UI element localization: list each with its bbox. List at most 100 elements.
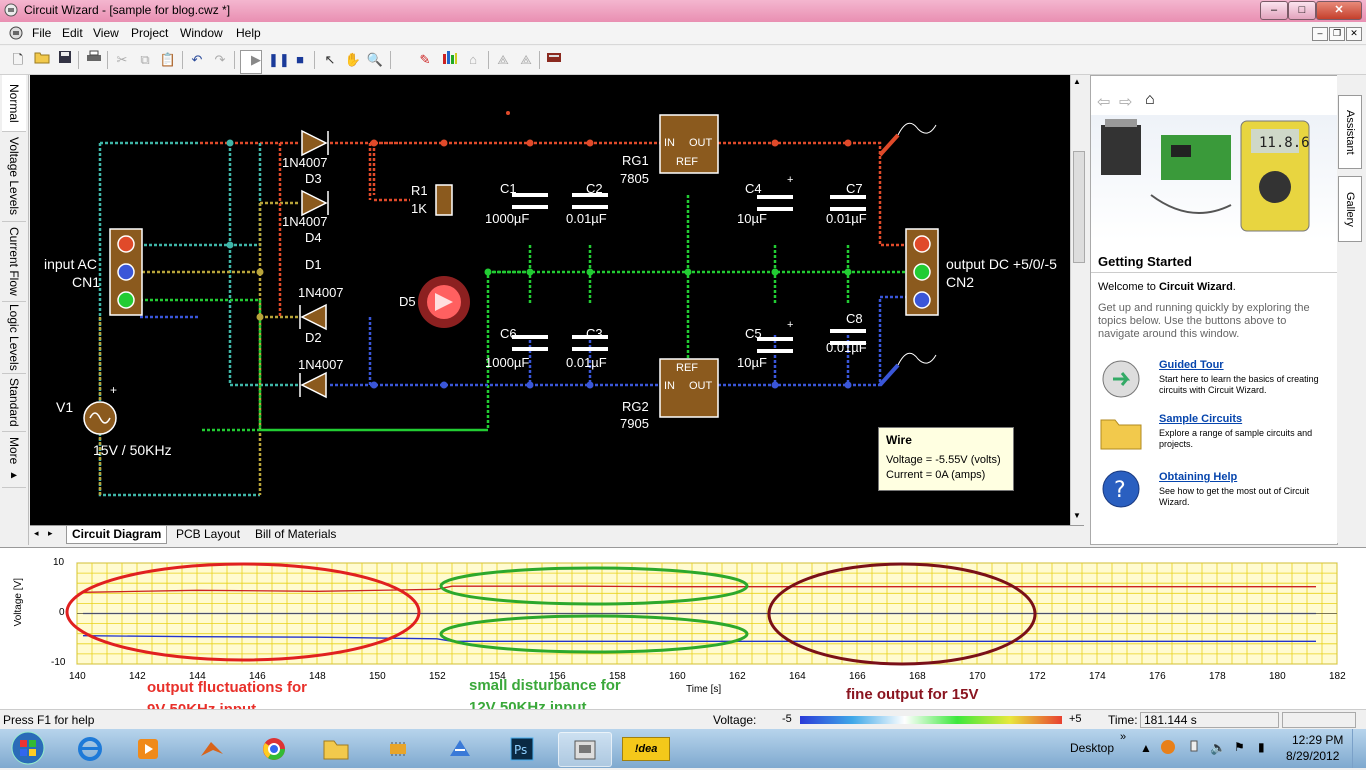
taskbar-ie-icon[interactable] xyxy=(64,732,116,765)
taskbar-chrome-icon[interactable] xyxy=(248,732,300,765)
taskbar-circuit-wizard-icon[interactable] xyxy=(558,732,612,767)
graph-icon[interactable] xyxy=(440,50,460,70)
clock-date[interactable]: 8/29/2012 xyxy=(1286,749,1340,763)
flip-horizontal-icon[interactable]: ⟁ xyxy=(497,52,509,67)
tab-more[interactable]: More ▸ xyxy=(2,431,26,488)
d1-label: D1 xyxy=(305,257,322,272)
save-icon[interactable] xyxy=(55,50,75,70)
circuit-canvas[interactable]: 1N4007 D3 1N4007 D4 D1 1N4007 D2 1N4007 … xyxy=(30,75,1070,525)
taskbar-network-icon[interactable] xyxy=(434,732,486,765)
menu-project[interactable]: Project xyxy=(131,26,169,40)
svg-text:Ps: Ps xyxy=(514,743,527,757)
redo-icon[interactable]: ↷ xyxy=(214,52,226,67)
forward-arrow-icon[interactable]: ⇨ xyxy=(1119,94,1133,111)
tab-logic-levels[interactable]: Logic Levels xyxy=(2,301,26,374)
new-file-icon[interactable]: 🗋 xyxy=(12,52,24,67)
tab-scroll-right-icon[interactable]: ▸ xyxy=(48,528,53,538)
document-icon xyxy=(8,25,24,44)
tray-expand-icon[interactable]: ▲ xyxy=(1140,741,1152,755)
mdi-minimize-button[interactable]: ‒ xyxy=(1312,27,1328,41)
sample-circuits-folder-icon[interactable] xyxy=(1099,414,1143,450)
canvas-scrollbar[interactable]: ▲ ▼ xyxy=(1070,75,1085,525)
scroll-up-arrow-icon[interactable]: ▲ xyxy=(1073,77,1081,86)
rg2-label: RG2 xyxy=(622,399,649,414)
menu-edit[interactable]: Edit xyxy=(62,26,83,40)
d4-part-label: 1N4007 xyxy=(282,214,328,229)
voltage-color-scale xyxy=(800,716,1062,724)
cut-icon[interactable]: ✂ xyxy=(116,52,128,67)
menu-help[interactable]: Help xyxy=(236,26,261,40)
component-library-icon[interactable] xyxy=(544,50,564,70)
x-axis-label: Time [s] xyxy=(686,684,722,695)
mdi-restore-button[interactable]: ❐ xyxy=(1329,27,1345,41)
scroll-thumb[interactable] xyxy=(1073,151,1085,263)
show-desktop-button[interactable] xyxy=(1352,729,1366,768)
help-question-icon[interactable]: ? xyxy=(1101,469,1141,509)
simulation-step-icon[interactable] xyxy=(240,50,262,74)
taskbar-explorer-icon[interactable] xyxy=(310,732,362,765)
tray-volume-icon[interactable]: 🔈 xyxy=(1210,740,1227,755)
tab-normal[interactable]: Normal xyxy=(2,75,26,132)
open-folder-icon[interactable] xyxy=(32,50,52,70)
play-icon[interactable]: ▶ xyxy=(251,52,261,67)
tray-app-icon[interactable] xyxy=(1160,739,1176,758)
clock-time[interactable]: 12:29 PM xyxy=(1292,733,1344,747)
tab-current-flow[interactable]: Current Flow xyxy=(2,221,26,302)
circuit-diagram xyxy=(83,111,939,497)
guided-tour-icon[interactable] xyxy=(1101,359,1141,399)
minimize-button[interactable]: ‒ xyxy=(1260,1,1288,20)
undo-icon[interactable]: ↶ xyxy=(191,52,203,67)
tray-network-icon[interactable]: ▮ xyxy=(1258,740,1265,754)
multimeter-icon[interactable]: ⌂ xyxy=(469,52,477,67)
series-line-0 xyxy=(82,585,1316,593)
pan-hand-icon[interactable]: ✋ xyxy=(344,52,362,67)
select-pointer-icon[interactable]: ↖ xyxy=(324,52,336,67)
taskbar-idea-app[interactable]: !dea xyxy=(620,732,672,765)
mdi-close-button[interactable]: ✕ xyxy=(1346,27,1362,41)
voltage-max-label: +5 xyxy=(1069,713,1082,725)
tab-scroll-left-icon[interactable]: ◂ xyxy=(34,528,39,538)
tab-gallery[interactable]: Gallery xyxy=(1338,176,1362,242)
menu-window[interactable]: Window xyxy=(180,26,223,40)
tab-circuit-diagram[interactable]: Circuit Diagram xyxy=(66,526,168,544)
back-arrow-icon[interactable]: ⇦ xyxy=(1097,94,1111,111)
x-tick-label: 178 xyxy=(1209,671,1226,682)
welcome-app-name: Circuit Wizard xyxy=(1158,281,1233,293)
voltage-time-plot[interactable] xyxy=(0,548,1366,710)
start-button[interactable] xyxy=(4,730,52,767)
taskbar-matlab-icon[interactable] xyxy=(186,732,238,765)
scroll-down-arrow-icon[interactable]: ▼ xyxy=(1073,511,1081,520)
tray-usb-icon[interactable] xyxy=(1186,739,1202,758)
toolbar-separator xyxy=(539,51,540,69)
x-tick-label: 158 xyxy=(609,671,626,682)
c1-label: C1 xyxy=(500,181,517,196)
home-icon[interactable]: ⌂ xyxy=(1145,91,1155,108)
zoom-icon[interactable]: 🔍 xyxy=(366,52,384,67)
print-icon[interactable] xyxy=(84,50,104,70)
menu-file[interactable]: File xyxy=(32,26,52,40)
taskbar-media-player-icon[interactable] xyxy=(122,732,174,765)
taskbar-chip-icon[interactable] xyxy=(372,732,424,765)
tab-pcb-layout[interactable]: PCB Layout xyxy=(176,527,241,541)
stop-icon[interactable]: ■ xyxy=(296,52,304,67)
tray-flag-icon[interactable]: ⚑ xyxy=(1234,740,1245,754)
tab-bill-of-materials[interactable]: Bill of Materials xyxy=(255,527,337,541)
copy-icon[interactable]: ⧉ xyxy=(140,52,150,67)
tab-voltage-levels[interactable]: Voltage Levels xyxy=(2,131,26,222)
taskbar-photoshop-icon[interactable]: Ps xyxy=(496,732,548,765)
toolbar-chevron[interactable]: » xyxy=(1120,731,1127,743)
obtaining-help-link[interactable]: Obtaining Help xyxy=(1159,471,1238,483)
paste-icon[interactable]: 📋 xyxy=(159,52,177,67)
pause-icon[interactable]: ❚❚ xyxy=(268,52,290,67)
desktop-toolbar-label[interactable]: Desktop xyxy=(1070,741,1115,755)
tab-assistant[interactable]: Assistant xyxy=(1338,95,1362,169)
maximize-button[interactable]: □ xyxy=(1288,1,1316,20)
welcome-suffix: . xyxy=(1232,281,1236,293)
close-button[interactable]: ✕ xyxy=(1316,1,1362,20)
tab-standard[interactable]: Standard xyxy=(2,373,26,432)
guided-tour-link[interactable]: Guided Tour xyxy=(1159,359,1224,371)
menu-view[interactable]: View xyxy=(93,26,119,40)
sample-circuits-link[interactable]: Sample Circuits xyxy=(1159,413,1243,425)
probe-icon[interactable]: ✎ xyxy=(419,52,431,67)
flip-vertical-icon[interactable]: ⟁ xyxy=(520,52,532,67)
